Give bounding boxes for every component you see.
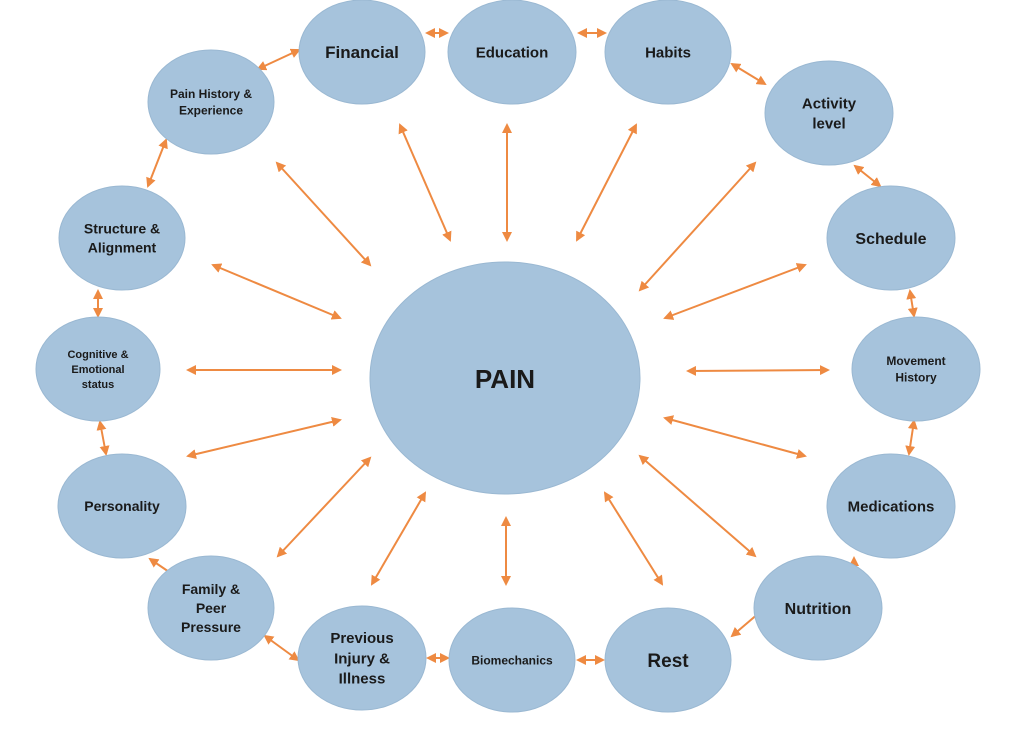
arrow-personality-pain	[186, 416, 342, 460]
center-node: PAIN	[369, 261, 641, 495]
node-pain-history-experience: Pain History & Experience	[147, 49, 275, 155]
node-label-cognitive-emotional-status: Cognitive &	[67, 349, 128, 361]
node-label-biomechanics: Biomechanics	[471, 653, 553, 667]
node-label-activity-level: Activity	[802, 95, 857, 112]
arrow-schedule-pain	[663, 263, 807, 320]
node-label-rest: Rest	[647, 651, 689, 672]
node-ellipse-biomechanics	[448, 607, 576, 713]
node-ellipse-education	[447, 0, 577, 105]
node-label-previous-injury-illness: Previous	[330, 630, 393, 647]
node-label-family-peer-pressure: Pressure	[181, 619, 241, 635]
arrow-movement-history-pain	[686, 365, 830, 376]
arrow-activity-level-pain	[638, 161, 757, 292]
node-ellipse-financial	[298, 0, 426, 105]
node-ellipse-movement-history	[851, 316, 981, 422]
node-habits: Habits	[604, 0, 732, 105]
node-schedule: Schedule	[826, 185, 956, 291]
node-ellipse-medications	[826, 453, 956, 559]
node-label-education: Education	[476, 44, 549, 61]
arrow-family-peer-pressure-pain	[276, 456, 372, 558]
node-label-structure-alignment: Structure &	[84, 221, 160, 237]
node-ellipse-nutrition	[753, 555, 883, 661]
node-activity-level: Activity level	[764, 60, 894, 166]
arrow-activity-level-schedule	[853, 164, 882, 188]
node-label-pain-history-experience: Experience	[179, 103, 243, 117]
node-label-financial: Financial	[325, 43, 399, 62]
arrow-schedule-movement-history	[906, 289, 918, 318]
node-education: Education	[447, 0, 577, 105]
arrow-nutrition-pain	[638, 454, 757, 558]
node-label-personality: Personality	[84, 498, 160, 514]
center-label: PAIN	[475, 364, 535, 394]
node-label-habits: Habits	[645, 44, 691, 61]
node-label-structure-alignment: Alignment	[88, 239, 157, 255]
node-label-previous-injury-illness: Illness	[339, 671, 386, 688]
node-label-medications: Medications	[848, 498, 935, 515]
node-personality: Personality	[57, 453, 187, 559]
node-biomechanics: Biomechanics	[448, 607, 576, 713]
arrow-pain-history-experience-financial	[256, 48, 301, 71]
node-ellipse-cognitive-emotional-status	[35, 316, 161, 422]
arrow-pain-history-experience-pain	[275, 161, 372, 267]
arrow-previous-injury-illness-family-peer-pressure	[263, 634, 300, 662]
node-label-movement-history: Movement	[886, 354, 945, 368]
node-medications: Medications	[826, 453, 956, 559]
node-nutrition: Nutrition	[753, 555, 883, 661]
node-ellipse-pain-history-experience	[147, 49, 275, 155]
arrow-personality-cognitive-emotional-status	[96, 420, 110, 456]
arrow-structure-alignment-pain-history-experience	[146, 138, 168, 188]
arrow-financial-pain	[398, 123, 452, 242]
node-rest: Rest	[604, 607, 732, 713]
arrow-habits-activity-level	[730, 62, 767, 86]
node-label-movement-history: History	[895, 370, 937, 384]
node-ellipse-habits	[604, 0, 732, 105]
node-ellipse-rest	[604, 607, 732, 713]
node-cognitive-emotional-status: Cognitive & Emotional status	[35, 316, 161, 422]
node-label-family-peer-pressure: Family &	[182, 581, 240, 597]
arrow-medications-pain	[663, 415, 807, 459]
node-label-cognitive-emotional-status: status	[82, 379, 114, 391]
node-ellipse-activity-level	[764, 60, 894, 166]
arrow-structure-alignment-pain	[211, 263, 342, 320]
node-ellipse-personality	[57, 453, 187, 559]
node-structure-alignment: Structure & Alignment	[58, 185, 186, 291]
node-label-family-peer-pressure: Peer	[196, 600, 227, 616]
node-label-nutrition: Nutrition	[785, 601, 852, 618]
node-ellipse-schedule	[826, 185, 956, 291]
arrow-movement-history-medications	[905, 419, 918, 456]
node-label-cognitive-emotional-status: Emotional	[71, 364, 124, 376]
arrow-previous-injury-illness-pain	[370, 491, 427, 586]
node-label-activity-level: level	[812, 116, 845, 133]
node-ellipse-previous-injury-illness	[297, 605, 427, 711]
node-label-pain-history-experience: Pain History &	[170, 87, 252, 101]
node-ellipse-structure-alignment	[58, 185, 186, 291]
node-label-schedule: Schedule	[855, 231, 926, 248]
arrow-habits-pain	[576, 123, 637, 242]
center-ellipse	[369, 261, 641, 495]
node-financial: Financial	[298, 0, 426, 105]
arrow-rest-pain	[603, 491, 664, 586]
node-ellipse-family-peer-pressure	[147, 555, 275, 661]
node-label-previous-injury-illness: Injury &	[334, 650, 390, 667]
